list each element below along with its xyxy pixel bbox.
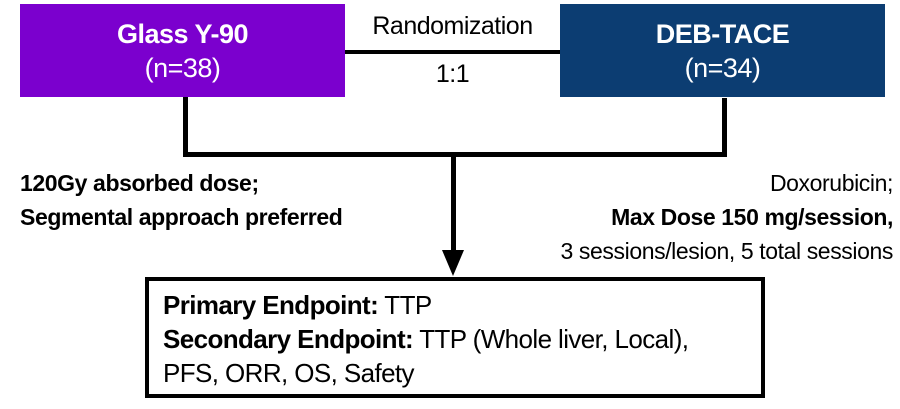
arm-box-glass-y90: Glass Y-90 (n=38) [20,4,345,97]
primary-endpoint-line: Primary Endpoint: TTP [163,288,747,322]
arm-n-glass-y90: (n=38) [144,52,221,83]
secondary-endpoint-value: TTP (Whole liver, Local), [413,324,689,354]
connector-line-right-arm [722,98,727,155]
connector-line-left-arm [183,97,188,155]
randomization-label: Randomization [372,12,533,40]
primary-endpoint-value: TTP [378,290,432,320]
note-line: Doxorubicin; [769,170,893,196]
secondary-endpoint-label: Secondary Endpoint: [163,324,414,354]
note-deb-tace-dosing: Doxorubicin; Max Dose 150 mg/session, 3 … [560,166,894,268]
down-arrow-head [442,250,464,276]
randomization-ratio: 1:1 [435,60,470,88]
note-line: Segmental approach preferred [20,204,343,230]
down-arrow-shaft [451,152,456,252]
note-line: 3 sessions/lesion, 5 total sessions [560,238,894,264]
arm-box-deb-tace: DEB-TACE (n=34) [560,4,885,97]
arm-title-glass-y90: Glass Y-90 [116,18,249,49]
note-line: Max Dose 150 mg/session, [611,204,893,230]
arm-title-deb-tace: DEB-TACE [655,18,790,49]
endpoints-box: Primary Endpoint: TTP Secondary Endpoint… [145,277,765,398]
primary-endpoint-label: Primary Endpoint: [163,290,379,320]
note-line: 120Gy absorbed dose; [20,170,259,196]
secondary-endpoint-line: Secondary Endpoint: TTP (Whole liver, Lo… [163,322,747,356]
arm-n-deb-tace: (n=34) [684,52,761,83]
secondary-endpoint-continued: PFS, ORR, OS, Safety [163,358,415,388]
randomization-line [345,50,560,54]
note-glass-y90-dosing: 120Gy absorbed dose; Segmental approach … [20,166,343,234]
